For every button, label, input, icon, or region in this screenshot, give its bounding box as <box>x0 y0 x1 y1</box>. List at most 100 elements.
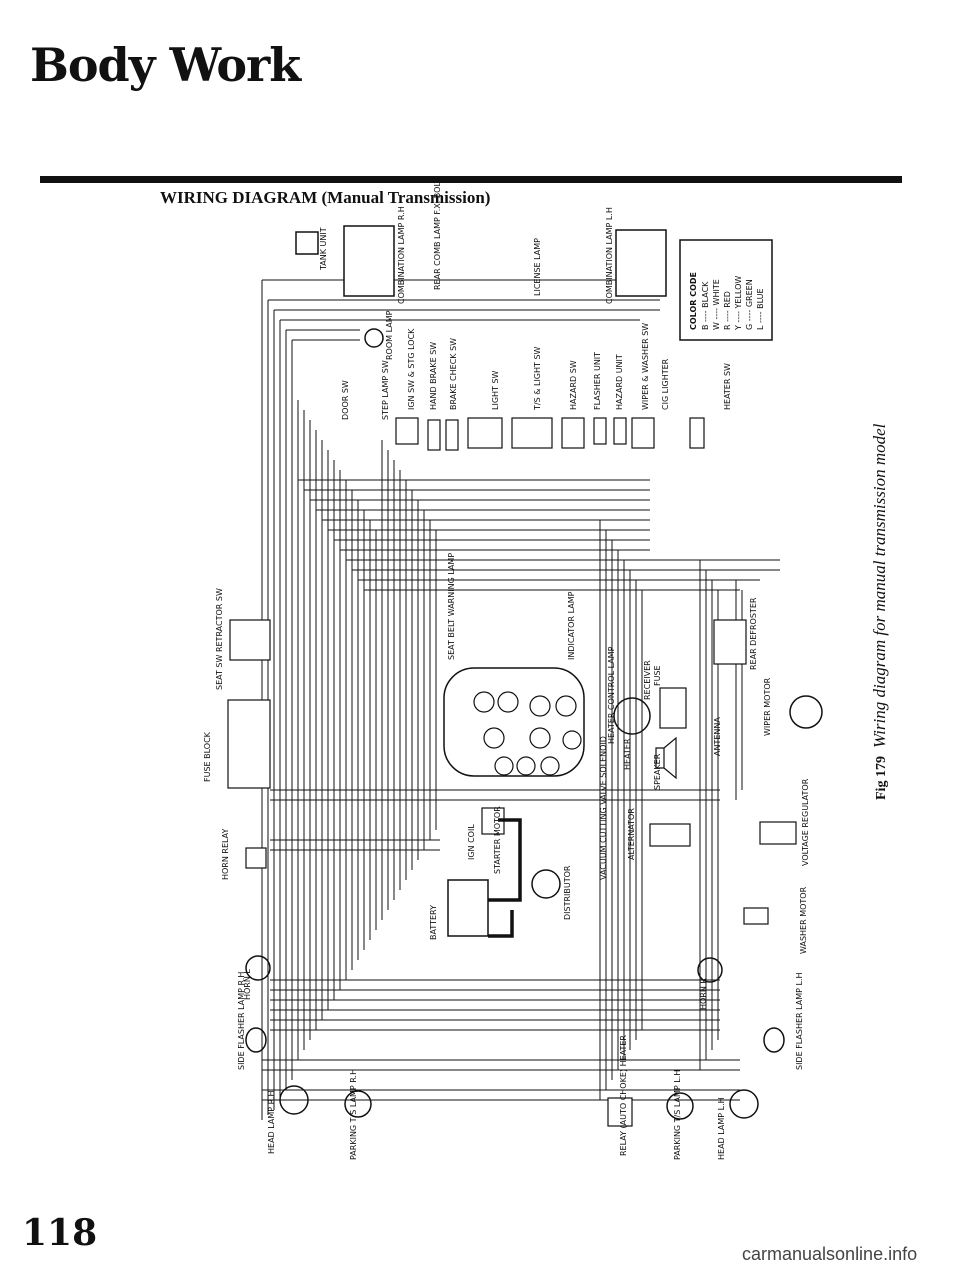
label-speaker: SPEAKER <box>653 753 662 790</box>
label-door-sw: DOOR SW <box>341 380 350 420</box>
hazard-sw-connector <box>561 417 585 449</box>
label-step-lamp: STEP LAMP SW <box>381 360 390 420</box>
brake-check-sw <box>445 419 459 451</box>
starter-motor-symbol <box>481 807 505 835</box>
label-ign-sw: IGN SW & STG LOCK <box>407 328 416 410</box>
fuse-block-symbol <box>227 699 271 789</box>
label-washer-motor: WASHER MOTOR <box>799 886 808 954</box>
label-room-lamp: ROOM LAMP <box>385 310 394 360</box>
color-code-title: COLOR CODE <box>689 272 698 330</box>
hand-brake-sw <box>427 419 441 451</box>
label-horn-relay: HORN RELAY <box>221 828 230 880</box>
label-heater-sw: HEATER SW <box>723 363 732 410</box>
label-license-lamp: LICENSE LAMP <box>533 238 542 296</box>
rear-defroster-symbol <box>713 619 747 665</box>
label-rear-comb-lamp: REAR COMB LAMP F.X. BOLT <box>433 178 442 290</box>
alternator-symbol <box>649 823 691 847</box>
page-number: 118 <box>22 1212 98 1254</box>
gauge-1 <box>473 691 495 713</box>
label-alternator: ALTERNATOR <box>627 808 636 860</box>
gauge-5 <box>483 727 505 749</box>
side-flasher-lh-symbol <box>763 1027 785 1053</box>
voltage-regulator-symbol <box>759 821 797 845</box>
battery-symbol <box>447 879 489 937</box>
room-lamp-symbol <box>364 328 384 348</box>
battery-ground-cable <box>488 910 514 938</box>
label-seat-sw: SEAT SW RETRACTOR SW <box>215 588 224 690</box>
label-ign-coil: IGN COIL <box>467 824 476 860</box>
receiver-symbol <box>659 687 687 729</box>
starter-cable <box>488 818 522 902</box>
gauge-10 <box>540 756 560 776</box>
label-side-flasher-rh: SIDE FLASHER LAMP R.H <box>237 972 246 1070</box>
figure-number: Fig 179 <box>874 756 889 800</box>
label-wiper-washer-sw: WIPER & WASHER SW <box>641 323 650 410</box>
head-lamp-lh-symbol <box>729 1089 759 1119</box>
label-fuse-block: FUSE BLOCK <box>203 731 212 782</box>
gauge-4 <box>555 695 577 717</box>
color-code-entry: W ---- WHITE <box>712 279 721 330</box>
speaker-symbol <box>655 736 677 780</box>
gauge-8 <box>494 756 514 776</box>
label-rear-defroster: REAR DEFROSTER <box>749 597 758 670</box>
label-combination-lamp-lh: COMBINATION LAMP L.H <box>605 207 614 304</box>
header-rule <box>40 176 902 183</box>
label-horn-rh: HORN R <box>699 978 708 1010</box>
color-code-box <box>679 239 773 341</box>
wiper-washer-sw-connector <box>631 417 655 449</box>
horn-lh-symbol <box>245 955 271 981</box>
color-code-entry: G ---- GREEN <box>745 279 754 330</box>
label-antenna: ANTENNA <box>713 717 722 756</box>
label-heater: HEATER <box>623 738 632 770</box>
label-starter-motor: STARTER MOTOR <box>493 806 502 874</box>
color-code-entry: R ---- RED <box>723 291 732 330</box>
hazard-unit-symbol <box>613 417 627 445</box>
horn-rh-symbol <box>697 957 723 983</box>
label-combination-lamp-rh: COMBINATION LAMP R.H <box>397 206 406 304</box>
label-cig-lighter: CIG LIGHTER <box>661 358 670 410</box>
side-flasher-rh-symbol <box>245 1027 267 1053</box>
label-battery: BATTERY <box>429 905 438 940</box>
figure-caption: Fig 179 Wiring diagram for manual transmi… <box>870 424 894 800</box>
parking-lamp-lh-symbol <box>666 1092 694 1120</box>
flasher-unit-symbol <box>593 417 607 445</box>
relay-auto-choke-symbol <box>607 1097 633 1127</box>
gauge-7 <box>562 730 582 750</box>
label-hazard-sw: HAZARD SW <box>569 360 578 410</box>
label-tank-unit: TANK UNIT <box>319 227 328 271</box>
label-relay-choke: RELAY (AUTO CHOKE) HEATER <box>619 1035 628 1156</box>
gauge-9 <box>516 756 536 776</box>
label-head-lamp-rh: HEAD LAMP R.H <box>267 1091 276 1154</box>
seat-sw-connector <box>229 619 271 661</box>
label-horn-lh: HORN L <box>243 969 252 1000</box>
label-indicator-lamp: INDICATOR LAMP <box>567 591 576 660</box>
heater-sw-connector <box>689 417 705 449</box>
label-brake-check-sw: BRAKE CHECK SW <box>449 338 458 410</box>
label-heater-control: HEATER CONTROL LAMP <box>607 646 616 744</box>
horn-relay-symbol <box>245 847 267 869</box>
label-hand-brake-sw: HAND BRAKE SW <box>429 342 438 410</box>
heater-motor-symbol <box>613 697 651 735</box>
figure-caption-text: Wiring diagram for manual transmission m… <box>870 423 889 749</box>
label-hazard-unit: HAZARD UNIT <box>615 354 624 410</box>
label-receiver: RECEIVER <box>643 660 652 700</box>
label-seat-belt-warning: SEAT BELT WARNING LAMP <box>447 553 456 660</box>
label-parking-lamp-lh: PARKING T/S LAMP L.H <box>673 1070 682 1160</box>
label-ts-light-sw: T/S & LIGHT SW <box>533 346 542 411</box>
label-voltage-regulator: VOLTAGE REGULATOR <box>801 778 810 866</box>
gauge-2 <box>497 691 519 713</box>
wiper-motor-symbol <box>789 695 823 729</box>
label-light-sw: LIGHT SW <box>491 370 500 410</box>
watermark: carmanualsonline.info <box>742 1244 918 1264</box>
light-sw-connector <box>467 417 503 449</box>
head-lamp-rh-symbol <box>279 1085 309 1115</box>
color-code-entry: Y ---- YELLOW <box>734 276 743 331</box>
label-wiper-motor: WIPER MOTOR <box>763 677 772 736</box>
washer-motor-symbol <box>743 907 769 925</box>
combination-lamp-rh-connector <box>343 225 395 297</box>
instrument-cluster <box>443 667 585 777</box>
combination-lamp-lh-connector <box>615 229 667 297</box>
parking-lamp-rh-symbol <box>344 1090 372 1118</box>
tank-unit-symbol <box>295 231 319 255</box>
